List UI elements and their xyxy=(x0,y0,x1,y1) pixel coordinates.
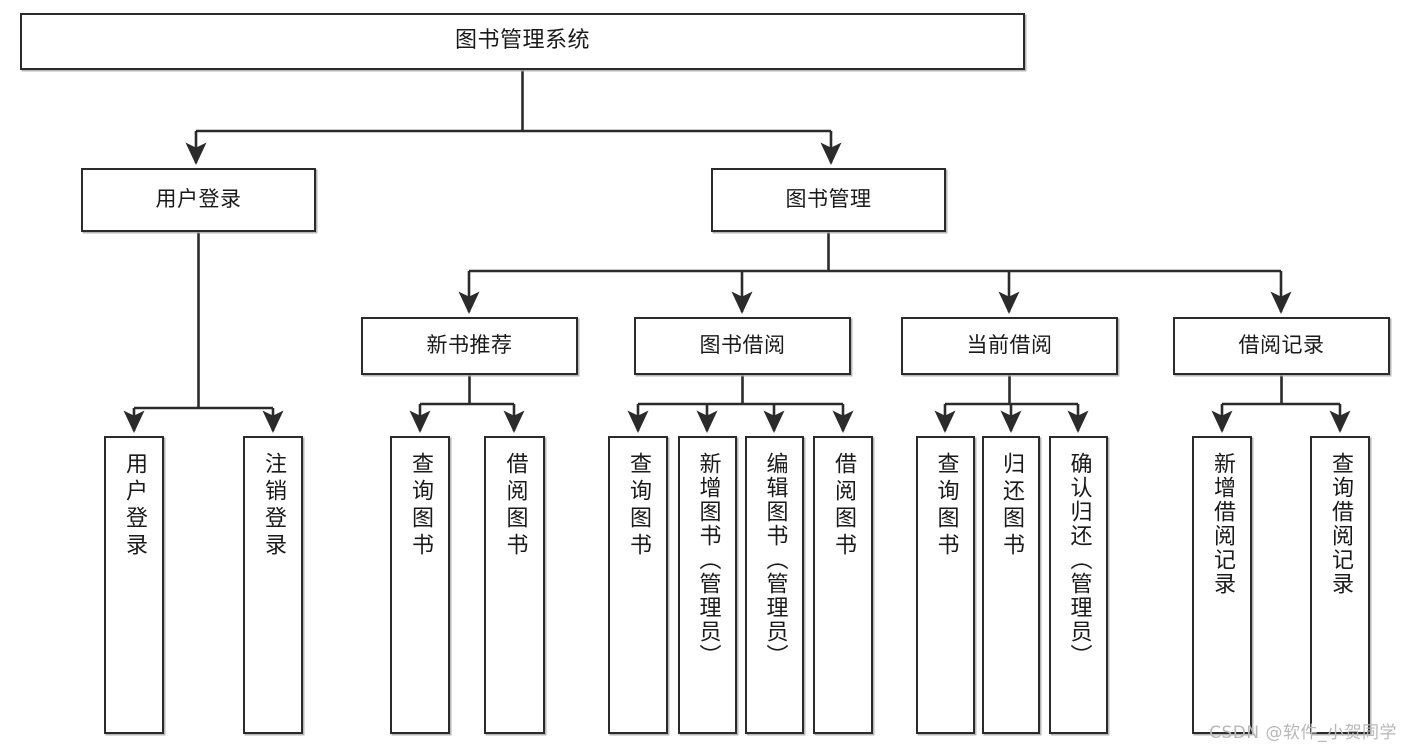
node-leaf-confirm-return-admin[interactable]: 确认归还（管理员） xyxy=(1049,436,1108,734)
node-label: 注销登录 xyxy=(261,452,286,560)
node-leaf-query-book-2[interactable]: 查询图书 xyxy=(608,436,668,734)
node-leaf-add-book-admin[interactable]: 新增图书（管理员） xyxy=(678,436,737,734)
node-label: 编辑图书（管理员） xyxy=(762,452,788,668)
node-leaf-edit-book-admin[interactable]: 编辑图书（管理员） xyxy=(745,436,804,734)
node-label: 新增图书（管理员） xyxy=(695,452,721,668)
watermark-text: CSDN @软件_小贺同学 xyxy=(1209,723,1397,743)
node-root-system[interactable]: 图书管理系统 xyxy=(20,13,1025,70)
node-label: 借阅记录 xyxy=(1238,333,1325,358)
node-label: 新书推荐 xyxy=(426,333,513,358)
node-label: 确认归还（管理员） xyxy=(1066,452,1092,668)
node-leaf-add-borrow-record[interactable]: 新增借阅记录 xyxy=(1192,436,1252,734)
node-label: 查询图书 xyxy=(626,452,651,560)
node-leaf-user-login[interactable]: 用户登录 xyxy=(104,436,164,734)
node-user-login[interactable]: 用户登录 xyxy=(81,168,316,232)
node-leaf-logout-login[interactable]: 注销登录 xyxy=(243,436,303,734)
node-label: 归还图书 xyxy=(999,452,1024,560)
node-book-manage[interactable]: 图书管理 xyxy=(711,168,946,232)
node-new-book-recommend[interactable]: 新书推荐 xyxy=(361,317,578,375)
node-current-borrow[interactable]: 当前借阅 xyxy=(901,317,1118,375)
node-leaf-borrow-book-2[interactable]: 借阅图书 xyxy=(813,436,873,734)
node-label: 借阅图书 xyxy=(831,452,856,560)
node-leaf-query-book-1[interactable]: 查询图书 xyxy=(390,436,450,734)
node-label: 查询图书 xyxy=(933,452,959,560)
node-label: 查询借阅记录 xyxy=(1328,452,1353,596)
node-label: 查询图书 xyxy=(408,452,433,560)
node-leaf-borrow-book-1[interactable]: 借阅图书 xyxy=(484,436,545,734)
node-borrow-record[interactable]: 借阅记录 xyxy=(1173,317,1390,375)
node-leaf-query-book-3[interactable]: 查询图书 xyxy=(916,436,975,734)
node-label: 图书管理系统 xyxy=(454,28,590,54)
node-label: 用户登录 xyxy=(155,187,242,212)
node-book-borrow[interactable]: 图书借阅 xyxy=(634,317,851,375)
node-label: 图书管理 xyxy=(785,187,872,212)
node-label: 借阅图书 xyxy=(502,452,528,560)
node-label: 当前借阅 xyxy=(966,333,1053,358)
node-label: 用户登录 xyxy=(122,452,147,560)
node-leaf-query-borrow-record[interactable]: 查询借阅记录 xyxy=(1310,436,1370,734)
node-label: 图书借阅 xyxy=(699,333,786,358)
node-label: 新增借阅记录 xyxy=(1210,452,1235,596)
node-leaf-return-book[interactable]: 归还图书 xyxy=(982,436,1040,734)
